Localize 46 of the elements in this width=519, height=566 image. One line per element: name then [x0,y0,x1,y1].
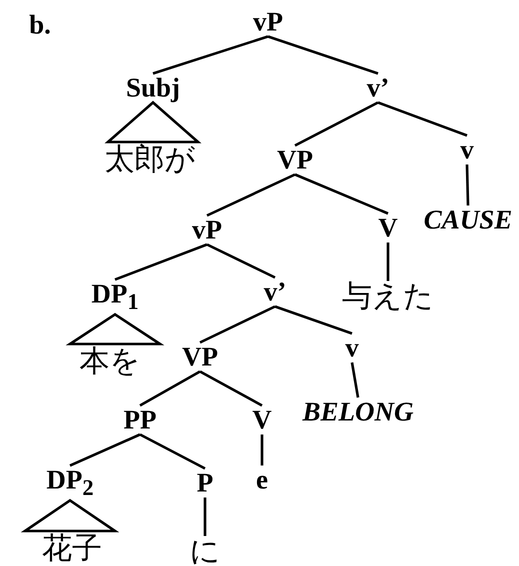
branch-line [350,362,360,398]
word-label: 太郎が [104,145,196,175]
category-label: V [252,406,272,434]
category-label: PP [124,406,156,434]
category-label: DP$_{1}$ [91,280,139,314]
category-label: VP [182,344,218,370]
word-label: CAUSE [424,206,512,234]
word-label: 与えた [342,282,434,312]
branch-line [204,498,206,536]
word-label: BELONG [302,398,414,426]
category-label: VP [277,146,313,174]
word-label: 本を [80,347,140,377]
triangle [66,312,164,346]
category-label: V [378,214,398,242]
category-label: v [460,136,474,164]
branch-line [69,433,141,467]
branch-line [199,305,276,344]
category-label: vP [253,8,283,36]
category-label: DP$_{2}$ [46,466,94,500]
branch-line [206,243,276,279]
branch-line [274,305,352,335]
branch-line [268,35,378,75]
branch-line [294,101,379,147]
category-label: Subj [126,74,180,102]
category-label: vP [192,216,222,244]
triangle [104,100,202,144]
example-label: b. [29,12,51,38]
branch-line [199,370,263,407]
category-label: v’ [366,74,390,102]
triangle [20,498,120,532]
branch-line [260,434,264,466]
branch-line [386,242,390,281]
word-label: 花子 [42,534,102,564]
branch-line [152,35,268,75]
category-label: P [196,470,214,496]
category-label: v [345,334,359,362]
word-label: に [190,537,220,566]
category-label: v’ [264,278,286,306]
branch-line [114,243,208,281]
branch-line [206,173,296,217]
category-label: e [256,466,268,494]
branch-line [139,433,206,470]
branch-line [294,173,388,215]
branch-line [378,101,468,137]
branch-line [139,370,201,407]
branch-line [466,164,470,206]
